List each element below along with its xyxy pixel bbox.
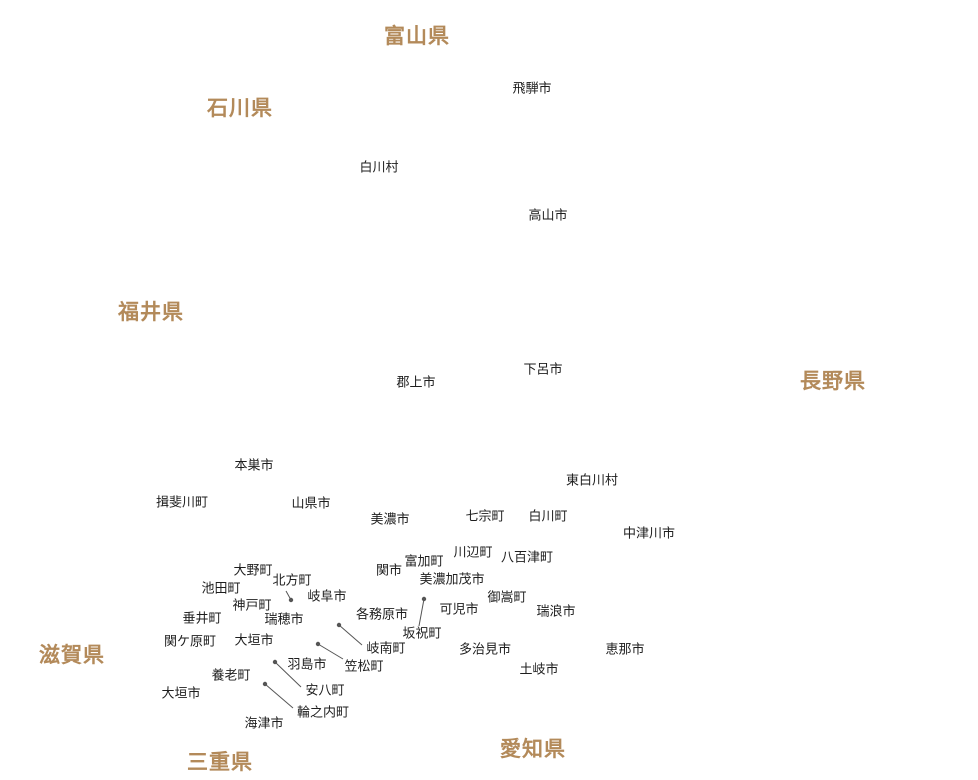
municipality-label-mizuho[interactable]: 瑞穂市	[264, 612, 304, 628]
prefecture-label-fukui[interactable]: 福井県	[118, 300, 184, 324]
municipality-label-higashishirakawa[interactable]: 東白川村	[565, 473, 619, 489]
prefecture-label-toyama[interactable]: 富山県	[384, 24, 450, 48]
location-dot-sakahogi	[421, 596, 427, 602]
municipality-label-ibigawa[interactable]: 揖斐川町	[155, 495, 209, 511]
municipality-label-takayama[interactable]: 高山市	[528, 208, 568, 224]
municipality-label-kakamigahara[interactable]: 各務原市	[355, 607, 409, 623]
municipality-label-ogaki-a[interactable]: 大垣市	[234, 633, 274, 649]
leader-line-anpachi	[274, 661, 302, 688]
municipality-label-toki[interactable]: 土岐市	[519, 662, 559, 678]
municipality-label-gujo[interactable]: 郡上市	[396, 375, 436, 391]
prefecture-label-shiga[interactable]: 滋賀県	[39, 643, 105, 667]
municipality-label-minokamo[interactable]: 美濃加茂市	[419, 572, 485, 588]
municipality-label-hichiso[interactable]: 七宗町	[465, 509, 505, 525]
municipality-label-wanouchi[interactable]: 輪之内町	[296, 705, 350, 721]
municipality-label-mizunami[interactable]: 瑞浪市	[536, 604, 576, 620]
municipality-label-kasamatsu[interactable]: 笠松町	[344, 659, 384, 675]
location-dot-ginan	[336, 622, 342, 628]
municipality-label-kaizu[interactable]: 海津市	[244, 716, 284, 732]
location-dot-kasamatsu	[315, 641, 321, 647]
municipality-label-ena[interactable]: 恵那市	[605, 642, 645, 658]
municipality-label-kani[interactable]: 可児市	[439, 602, 479, 618]
municipality-label-tarui[interactable]: 垂井町	[182, 611, 222, 627]
leader-line-ginan	[338, 624, 363, 646]
municipality-label-yoro[interactable]: 養老町	[211, 668, 251, 684]
prefecture-label-aichi[interactable]: 愛知県	[500, 737, 566, 761]
municipality-label-sakahogi[interactable]: 坂祝町	[402, 626, 442, 642]
location-dot-wanouchi	[262, 681, 268, 687]
municipality-label-ogaki-b[interactable]: 大垣市	[161, 686, 201, 702]
prefecture-label-mie[interactable]: 三重県	[187, 750, 253, 774]
municipality-label-gifu[interactable]: 岐阜市	[307, 589, 347, 605]
municipality-label-shirakawa-mura[interactable]: 白川村	[359, 160, 399, 176]
municipality-label-ginan[interactable]: 岐南町	[366, 641, 406, 657]
leader-line-kasamatsu	[317, 643, 344, 660]
municipality-label-shirakawa-cho[interactable]: 白川町	[528, 509, 568, 525]
municipality-label-motosu[interactable]: 本巣市	[234, 458, 274, 474]
municipality-label-sekigahara[interactable]: 関ケ原町	[163, 634, 217, 650]
municipality-label-tajimi[interactable]: 多治見市	[458, 642, 512, 658]
municipality-label-nakatsugawa[interactable]: 中津川市	[622, 526, 676, 542]
municipality-label-mitake[interactable]: 御嵩町	[487, 590, 527, 606]
municipality-label-seki[interactable]: 関市	[375, 563, 403, 579]
municipality-label-gero[interactable]: 下呂市	[523, 362, 563, 378]
location-dot-anpachi	[272, 659, 278, 665]
municipality-label-kitagata[interactable]: 北方町	[272, 573, 312, 589]
municipality-label-mino[interactable]: 美濃市	[370, 512, 410, 528]
municipality-label-godo[interactable]: 神戸町	[232, 598, 272, 614]
municipality-label-tomika[interactable]: 富加町	[404, 554, 444, 570]
municipality-label-ikeda[interactable]: 池田町	[201, 581, 241, 597]
location-dot-kitagata	[288, 597, 294, 603]
municipality-label-anpachi[interactable]: 安八町	[305, 683, 345, 699]
municipality-label-yaotsu[interactable]: 八百津町	[500, 550, 554, 566]
municipality-label-hida[interactable]: 飛騨市	[512, 81, 552, 97]
leader-line-sakahogi	[418, 598, 425, 627]
leader-line-wanouchi	[264, 683, 294, 709]
municipality-label-kawabe[interactable]: 川辺町	[453, 545, 493, 561]
municipality-label-hashima[interactable]: 羽島市	[287, 657, 327, 673]
municipality-label-ono[interactable]: 大野町	[233, 563, 273, 579]
prefecture-label-nagano[interactable]: 長野県	[800, 369, 866, 393]
prefecture-label-ishikawa[interactable]: 石川県	[207, 96, 273, 120]
municipality-label-yamagata[interactable]: 山県市	[291, 496, 331, 512]
